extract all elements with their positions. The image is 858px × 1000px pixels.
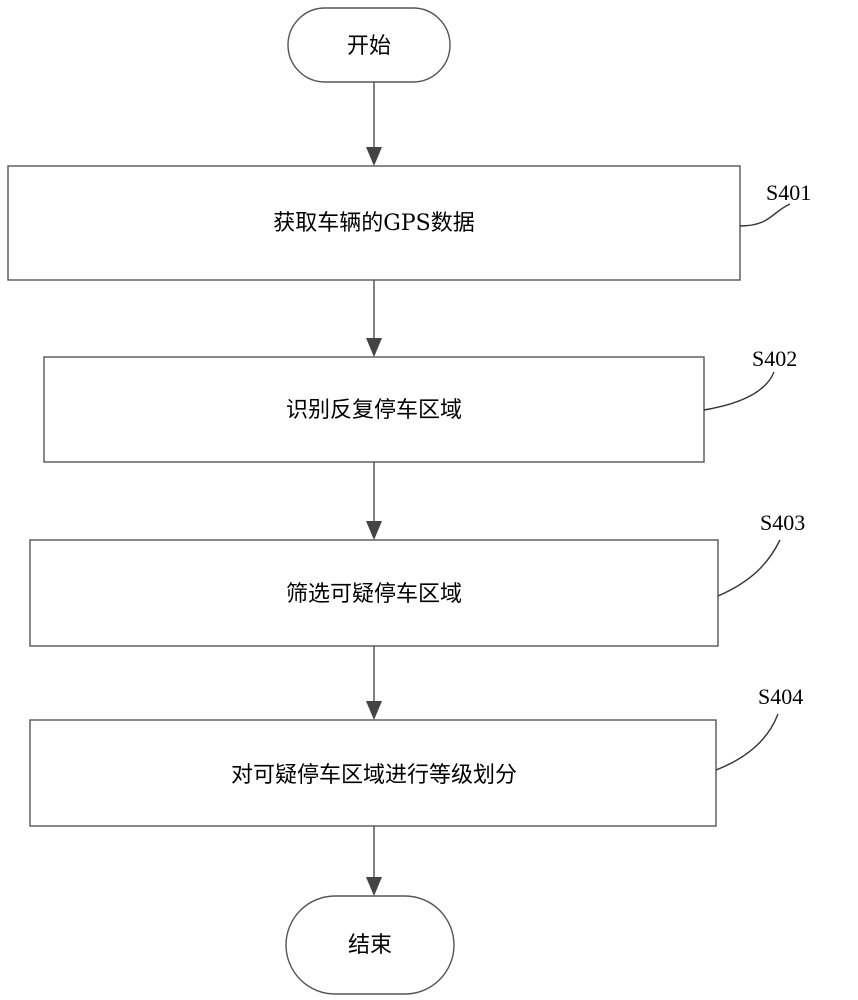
step-s402-label: S402 xyxy=(752,346,797,371)
start-node: 开始 xyxy=(287,7,451,83)
arrow-s401-to-s402 xyxy=(366,280,382,357)
end-node: 结束 xyxy=(285,895,455,995)
arrow-s402-to-s403 xyxy=(366,462,382,540)
start-label: 开始 xyxy=(347,34,391,59)
step-s403-text: 筛选可疑停车区域 xyxy=(286,582,462,607)
step-s401-callout: S401 xyxy=(739,180,811,227)
step-s404-text: 对可疑停车区域进行等级划分 xyxy=(231,763,517,788)
arrow-s403-to-s404 xyxy=(366,646,382,720)
step-s401-text: 获取车辆的GPS数据 xyxy=(273,211,474,236)
end-label: 结束 xyxy=(348,933,392,958)
step-s401: 获取车辆的GPS数据 xyxy=(7,165,741,281)
step-s402-callout: S402 xyxy=(703,346,797,411)
step-s404-label: S404 xyxy=(758,684,803,709)
step-s403: 筛选可疑停车区域 xyxy=(29,539,719,647)
step-s402-text: 识别反复停车区域 xyxy=(286,398,462,423)
step-s402: 识别反复停车区域 xyxy=(43,356,705,463)
step-s404: 对可疑停车区域进行等级划分 xyxy=(29,719,717,827)
step-s401-label: S401 xyxy=(766,180,811,205)
step-s403-label: S403 xyxy=(760,510,805,535)
step-s404-callout: S404 xyxy=(715,684,803,771)
arrow-s404-to-end xyxy=(366,826,382,896)
arrow-start-to-s401 xyxy=(366,82,382,166)
step-s403-callout: S403 xyxy=(717,510,805,597)
